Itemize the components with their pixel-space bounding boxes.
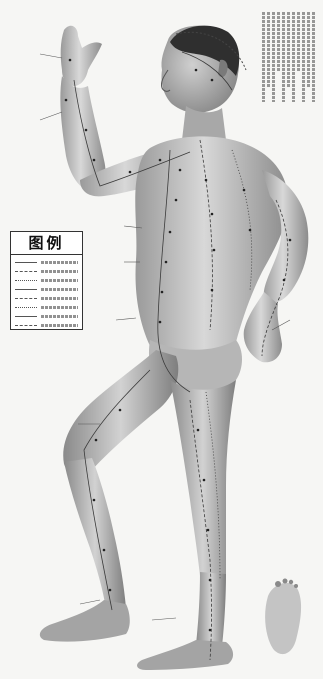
legend-text-illegible	[41, 261, 78, 264]
legend-line-sample	[15, 307, 37, 308]
legend-row	[15, 304, 78, 311]
legend-row	[15, 322, 78, 329]
legend-row	[15, 277, 78, 284]
note-line-illegible	[312, 12, 315, 102]
head	[161, 26, 246, 113]
legend-row	[15, 313, 78, 320]
note-line-illegible	[297, 12, 300, 72]
legend-title: 图例	[11, 232, 82, 255]
legend-rows	[11, 255, 82, 335]
note-line-illegible	[302, 12, 305, 102]
legend-row	[15, 286, 78, 293]
legend-line-sample	[15, 325, 37, 326]
legend-row	[15, 295, 78, 302]
note-line-illegible	[282, 12, 285, 102]
legend-text-illegible	[41, 297, 78, 300]
legend-text-illegible	[41, 279, 78, 282]
legend-text-illegible	[41, 306, 78, 309]
legend-line-sample	[15, 280, 37, 281]
note-line-illegible	[277, 12, 280, 72]
note-line-illegible	[292, 12, 295, 102]
foot-sole-inset	[265, 579, 301, 655]
legend-line-sample	[15, 289, 37, 290]
note-line-illegible	[267, 12, 270, 87]
legend-box: 图例	[10, 231, 83, 330]
legend-line-sample	[15, 316, 37, 317]
legend-line-sample	[15, 271, 37, 272]
legend-text-illegible	[41, 288, 78, 291]
standing-leg	[137, 380, 236, 670]
legend-text-illegible	[41, 315, 78, 318]
raised-leg	[40, 350, 178, 642]
legend-text-illegible	[41, 324, 78, 327]
note-line-illegible	[262, 12, 265, 102]
note-line-illegible	[272, 12, 275, 102]
legend-line-sample	[15, 298, 37, 299]
side-notes-column	[262, 12, 318, 108]
legend-text-illegible	[41, 270, 78, 273]
legend-line-sample	[15, 262, 37, 263]
note-line-illegible	[307, 12, 310, 87]
legend-row	[15, 259, 78, 266]
legend-row	[15, 268, 78, 275]
note-line-illegible	[287, 12, 290, 87]
